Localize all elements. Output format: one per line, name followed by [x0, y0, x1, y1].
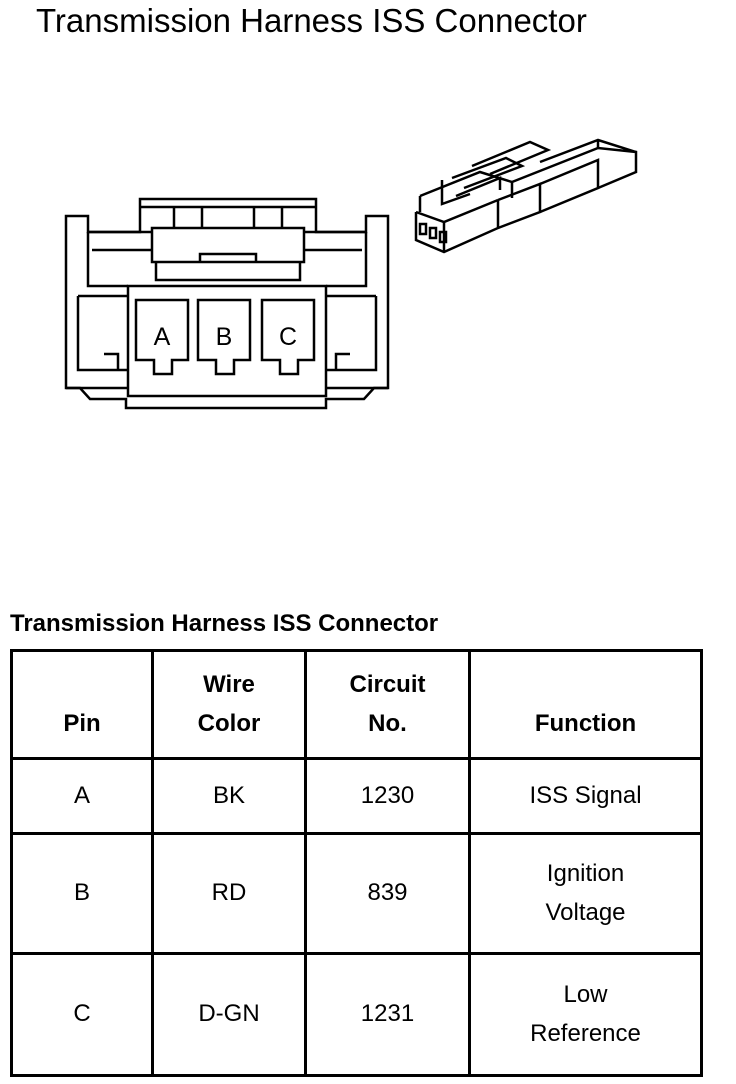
connector-drawing: A B C [64, 138, 638, 410]
cell-function: Ignition Voltage [468, 832, 703, 955]
cavity-label-b: B [216, 323, 233, 351]
table-row: B RD 839 Ignition Voltage [10, 832, 703, 955]
table-title: Transmission Harness ISS Connector [10, 610, 439, 637]
cell-pin: C [10, 952, 154, 1077]
connector-face [64, 197, 390, 410]
cell-function: ISS Signal [468, 757, 703, 835]
cell-wire-color: D-GN [151, 952, 307, 1077]
cavity-label-c: C [279, 323, 297, 351]
header-wire-color: Wire Color [151, 649, 307, 760]
cavity-c [260, 298, 316, 376]
connector-isometric [414, 138, 638, 254]
table-row: A BK 1230 ISS Signal [10, 757, 703, 835]
cell-circuit: 839 [304, 832, 471, 955]
cell-wire-color: BK [151, 757, 307, 835]
cell-pin: B [10, 832, 154, 955]
header-circuit: Circuit No. [304, 649, 471, 760]
cell-wire-color: RD [151, 832, 307, 955]
cell-function: Low Reference [468, 952, 703, 1077]
header-pin: Pin [10, 649, 154, 760]
header-function: Function [468, 649, 703, 760]
cavity-b [196, 298, 252, 376]
pinout-table: Pin Wire Color Circuit No. Function A BK… [10, 649, 703, 1077]
cell-circuit: 1231 [304, 952, 471, 1077]
cavity-a [134, 298, 190, 376]
cavity-label-a: A [154, 323, 171, 351]
diagram-title: Transmission Harness ISS Connector [36, 2, 587, 39]
table-header-row: Pin Wire Color Circuit No. Function [10, 649, 703, 760]
cell-pin: A [10, 757, 154, 835]
cell-circuit: 1230 [304, 757, 471, 835]
table-row: C D-GN 1231 Low Reference [10, 952, 703, 1077]
